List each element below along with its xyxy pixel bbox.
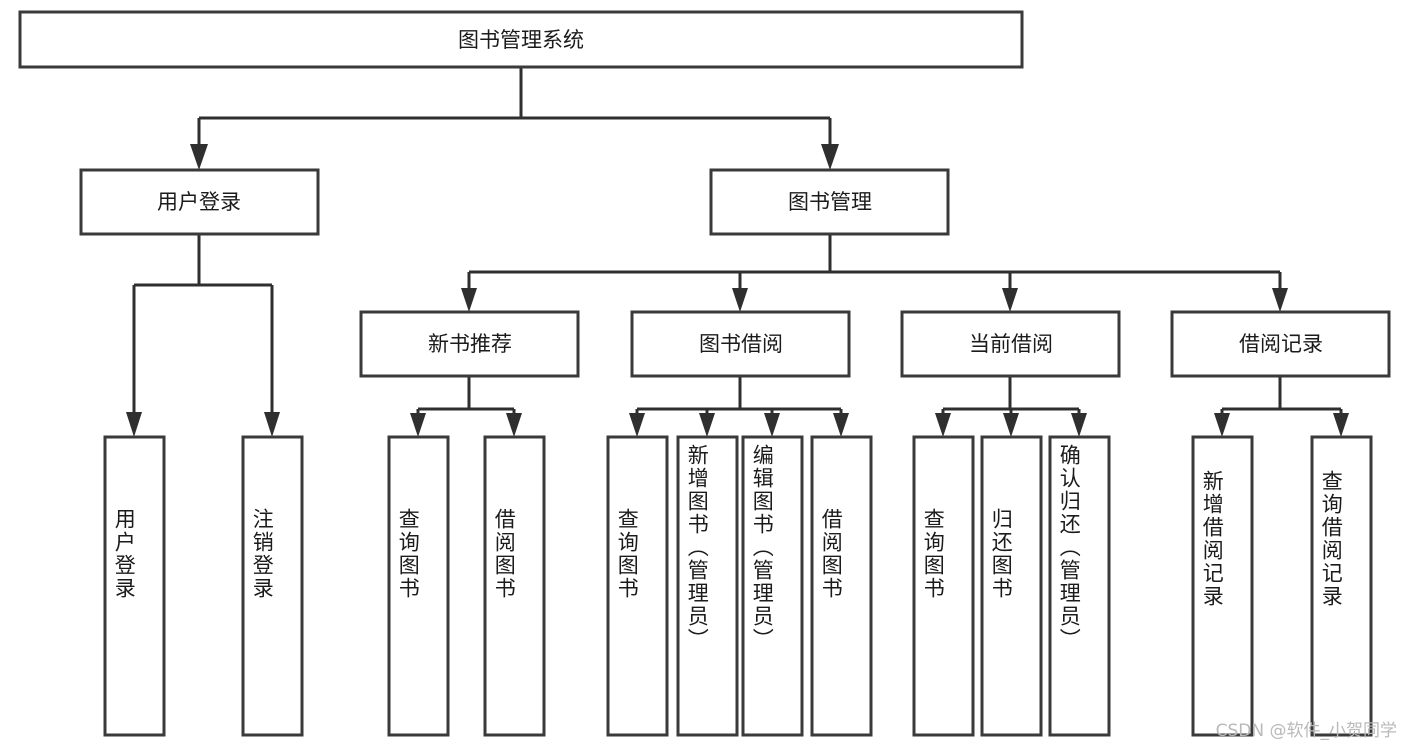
leaf-label-new-book-0: 查询图书 (396, 508, 421, 600)
node-new-book-recommend-box (359, 310, 580, 378)
node-user-login[interactable]: 用户登录 (79, 168, 320, 236)
node-book-borrow-box (630, 310, 851, 378)
node-root-system[interactable]: 图书管理系统 (18, 10, 1024, 69)
leaf-label-book-borrow-0: 查询图书 (615, 508, 640, 600)
node-book-management[interactable]: 图书管理 (709, 168, 950, 236)
leaf-box-book-borrow-1[interactable] (676, 435, 739, 737)
connector-group-current-borrow (935, 376, 1087, 437)
leaf-box-book-borrow-0[interactable] (606, 435, 669, 737)
arrow-head-cb-leaf1 (935, 413, 951, 437)
node-new-book-recommend[interactable]: 新书推荐 (359, 310, 580, 378)
connector-group-book-borrow (629, 376, 849, 437)
node-current-borrow[interactable]: 当前借阅 (900, 310, 1121, 378)
arrow-head-cb-leaf2 (1003, 413, 1019, 437)
leaf-box-user-login-0[interactable] (103, 435, 166, 737)
leaf-box-current-borrow-2[interactable] (1048, 435, 1111, 737)
node-user-login-box (79, 168, 320, 236)
node-user-login-label: 用户登录 (157, 190, 241, 214)
arrow-head-bb-leaf4 (833, 413, 849, 437)
node-book-borrow-label: 图书借阅 (699, 332, 783, 356)
arrow-head-bb-leaf1 (629, 413, 645, 437)
leaf-label-book-borrow-1: 新增图书（管理员） (685, 444, 710, 651)
leaf-label-book-borrow-2: 编辑图书（管理员） (750, 444, 775, 651)
arrow-head-bb-leaf3 (764, 413, 780, 437)
leaf-label-new-book-1: 借阅图书 (492, 508, 517, 600)
node-root-system-label: 图书管理系统 (458, 28, 584, 52)
node-new-book-recommend-label: 新书推荐 (428, 332, 512, 356)
arrow-head-cb-leaf3 (1071, 413, 1087, 437)
leaf-label-borrow-record-1: 查询借阅记录 (1319, 470, 1344, 608)
node-root-system-box (18, 10, 1024, 69)
leaf-label-book-borrow-3: 借阅图书 (819, 508, 844, 600)
arrow-head-borrow-record (1272, 288, 1288, 312)
arrow-head-br-leaf1 (1214, 413, 1230, 437)
arrow-head-leaf-user-login (126, 412, 142, 437)
connector-group-new-book-recommend (410, 376, 522, 437)
leaf-label-borrow-record-0: 新增借阅记录 (1200, 470, 1225, 608)
leaf-label-current-borrow-2: 确认归还（管理员） (1057, 444, 1082, 651)
arrow-head-user-login (190, 144, 208, 170)
node-borrow-record[interactable]: 借阅记录 (1170, 310, 1391, 378)
leaf-box-new-book-1[interactable] (483, 435, 546, 737)
leaf-box-borrow-record-1[interactable] (1310, 435, 1373, 737)
arrow-head-nb-leaf1 (410, 413, 426, 437)
leaf-label-current-borrow-1: 归还图书 (989, 508, 1014, 600)
leaf-box-user-login-1[interactable] (241, 435, 304, 737)
leaf-box-new-book-0[interactable] (387, 435, 450, 737)
node-current-borrow-box (900, 310, 1121, 378)
arrow-head-current-borrow (1002, 288, 1018, 312)
arrow-head-book-mgmt (821, 144, 839, 170)
arrow-head-new-book-recommend (461, 288, 477, 312)
node-current-borrow-label: 当前借阅 (969, 332, 1053, 356)
arrow-head-br-leaf2 (1333, 413, 1349, 437)
arrow-head-leaf-logout (264, 412, 280, 437)
leaf-box-borrow-record-0[interactable] (1191, 435, 1254, 737)
leaf-label-user-login-0: 用户登录 (112, 508, 137, 600)
leaf-box-book-borrow-3[interactable] (810, 435, 873, 737)
arrow-head-bb-leaf2 (699, 413, 715, 437)
node-book-borrow[interactable]: 图书借阅 (630, 310, 851, 378)
arrow-head-book-borrow (732, 288, 748, 312)
node-book-management-box (709, 168, 950, 236)
node-borrow-record-box (1170, 310, 1391, 378)
arrow-head-nb-leaf2 (506, 413, 522, 437)
node-book-management-label: 图书管理 (788, 190, 872, 214)
leaf-box-current-borrow-0[interactable] (912, 435, 975, 737)
connector-group-user-login (126, 234, 280, 437)
leaf-box-book-borrow-2[interactable] (741, 435, 804, 737)
leaf-label-user-login-1: 注销登录 (250, 508, 275, 600)
connector-group-borrow-record (1214, 376, 1349, 437)
csdn-watermark: CSDN @软件_小贺同学 (1215, 721, 1397, 741)
leaf-boxes (103, 435, 1373, 737)
leaf-box-current-borrow-1[interactable] (980, 435, 1043, 737)
connector-group-book-mgmt (461, 234, 1288, 312)
connector-group-root (190, 67, 839, 170)
node-borrow-record-label: 借阅记录 (1239, 332, 1323, 356)
leaf-label-current-borrow-0: 查询图书 (921, 508, 946, 600)
